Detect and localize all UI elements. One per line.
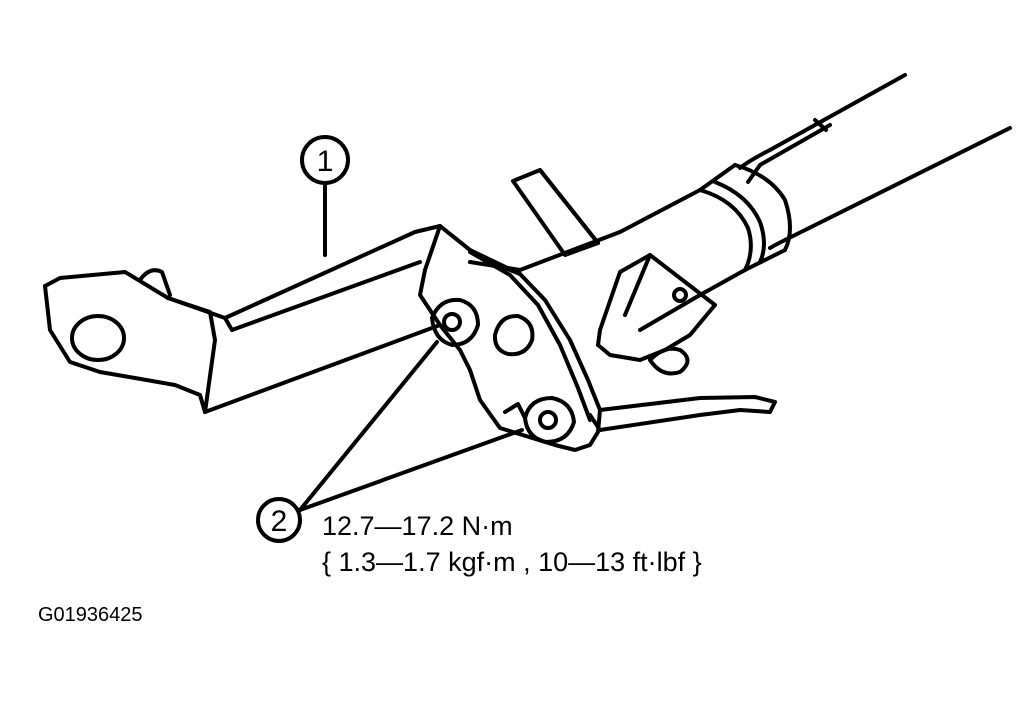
steering-column-tube (738, 73, 1012, 250)
column-body (468, 230, 702, 332)
callout-1: 1 (300, 135, 350, 257)
bolt-upper (430, 297, 480, 347)
plate-stud (492, 313, 535, 357)
callout-1-label: 1 (317, 145, 334, 178)
mounting-bracket (43, 224, 602, 452)
figure-id: G01936425 (38, 604, 143, 626)
release-lever (588, 395, 777, 432)
callout-2: 2 (256, 340, 524, 543)
torque-spec-nm: 12.7—17.2 N·m (322, 511, 513, 541)
column-collar (618, 163, 792, 297)
callout-2-label: 2 (271, 505, 288, 538)
torque-spec-alt-units: { 1.3—1.7 kgf·m , 10—13 ft·lbf } (322, 547, 702, 577)
bolt-lower (503, 396, 576, 444)
column-clamp (596, 253, 717, 376)
tilt-lever (511, 168, 600, 257)
